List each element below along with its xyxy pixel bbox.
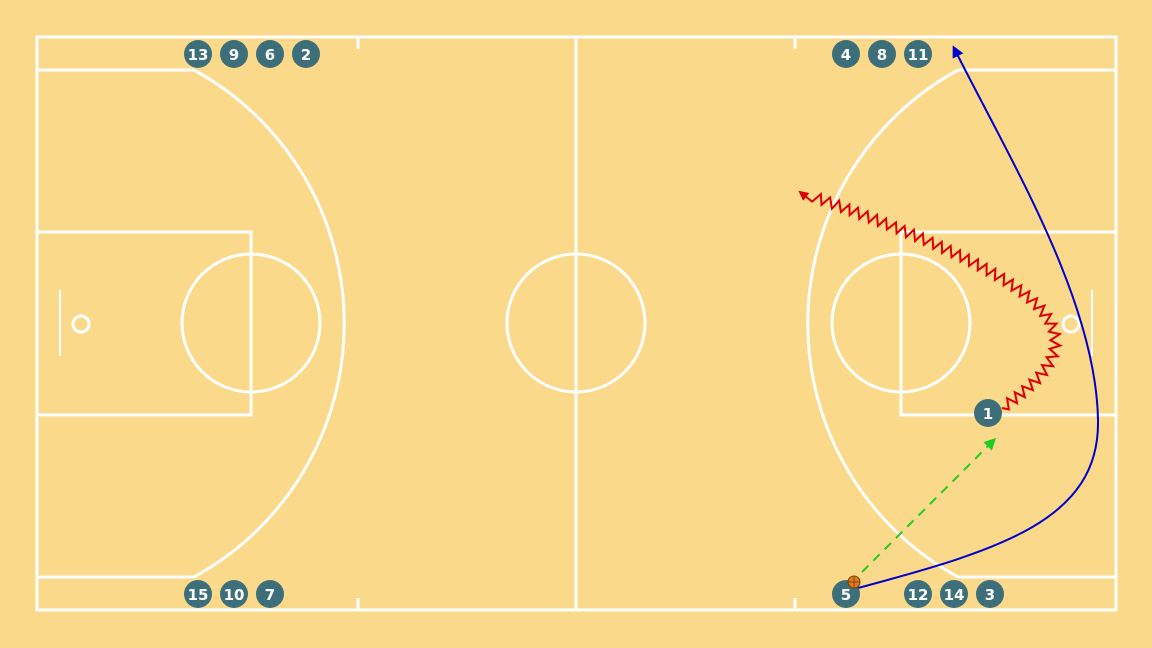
right-hoop [1061, 314, 1081, 334]
player-14[interactable]: 14 [940, 580, 968, 608]
player-8[interactable]: 8 [868, 40, 896, 68]
players: 13 9 6 2 4 8 11 15 10 7 5 12 14 3 1 [184, 40, 1004, 608]
player-10[interactable]: 10 [220, 580, 248, 608]
dribble-arrow [798, 190, 1063, 411]
svg-text:7: 7 [265, 586, 275, 604]
cut-arrow [857, 45, 1100, 589]
player-7[interactable]: 7 [256, 580, 284, 608]
player-9[interactable]: 9 [220, 40, 248, 68]
left-three-point-arc [193, 68, 346, 579]
pass-arrow [861, 437, 997, 573]
left-half-court [35, 68, 346, 579]
player-11[interactable]: 11 [904, 40, 932, 68]
svg-text:3: 3 [985, 586, 995, 604]
svg-text:6: 6 [265, 46, 275, 64]
player-15[interactable]: 15 [184, 580, 212, 608]
svg-text:12: 12 [908, 586, 929, 604]
court-lines [35, 35, 1118, 612]
svg-text:9: 9 [229, 46, 239, 64]
player-4[interactable]: 4 [832, 40, 860, 68]
right-three-point-arc [806, 68, 959, 579]
right-key [899, 230, 1118, 417]
svg-text:5: 5 [841, 586, 851, 604]
player-3[interactable]: 3 [976, 580, 1004, 608]
svg-text:4: 4 [841, 46, 851, 64]
left-hoop [71, 314, 91, 334]
right-free-throw-circle [830, 252, 972, 394]
left-key [35, 230, 253, 417]
right-half-court [806, 68, 1118, 579]
player-6[interactable]: 6 [256, 40, 284, 68]
svg-text:1: 1 [983, 405, 993, 423]
svg-text:14: 14 [944, 586, 965, 604]
center-circle [505, 252, 647, 394]
player-2[interactable]: 2 [292, 40, 320, 68]
svg-text:8: 8 [877, 46, 887, 64]
left-free-throw-circle [180, 252, 322, 394]
svg-text:15: 15 [188, 586, 209, 604]
player-1[interactable]: 1 [974, 399, 1002, 427]
svg-text:13: 13 [188, 46, 209, 64]
basketball-icon [847, 575, 861, 589]
svg-text:11: 11 [908, 46, 929, 64]
svg-text:10: 10 [224, 586, 245, 604]
svg-text:2: 2 [301, 46, 311, 64]
player-12[interactable]: 12 [904, 580, 932, 608]
player-13[interactable]: 13 [184, 40, 212, 68]
play-actions [798, 45, 1100, 589]
